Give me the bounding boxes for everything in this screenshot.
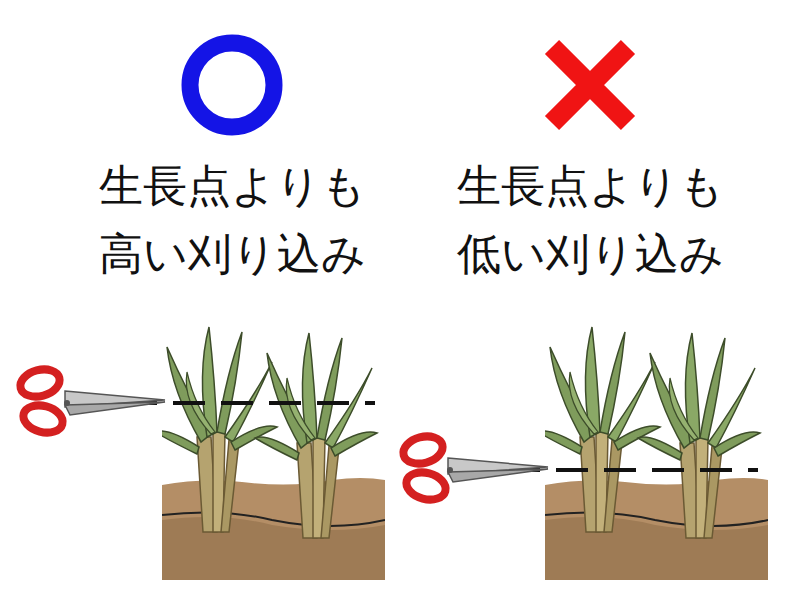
caption-label: 低い刈り込み	[400, 226, 780, 282]
caption-label: 生長点よりも	[400, 158, 780, 214]
caption-label: 高い刈り込み	[42, 226, 422, 282]
caption-label: 生長点よりも	[42, 158, 422, 214]
